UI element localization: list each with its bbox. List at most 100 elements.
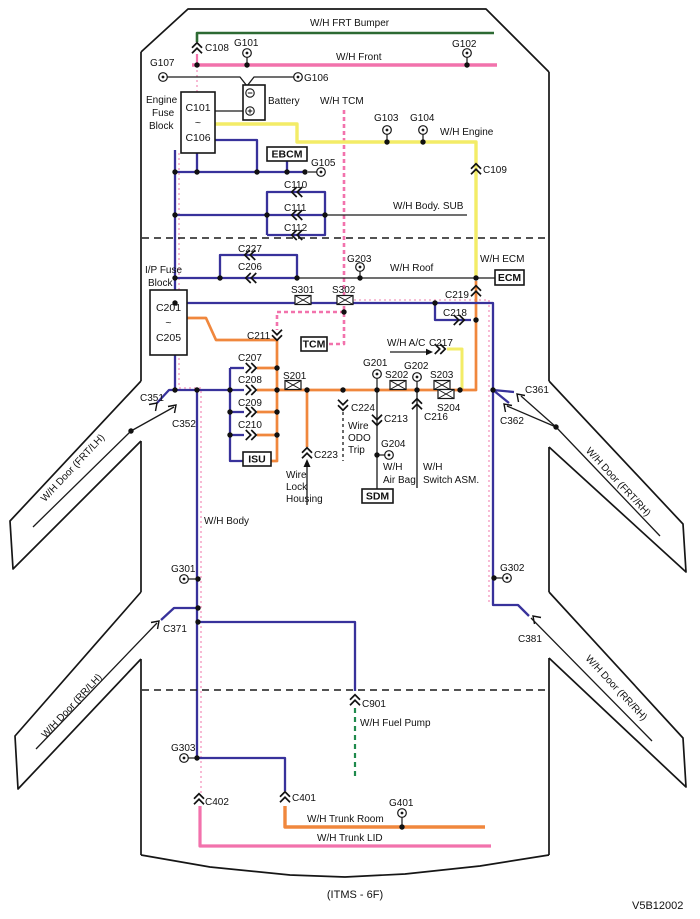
label-i-p-fuse: I/P Fuse — [145, 265, 182, 276]
wire-body-tracer-left — [178, 153, 202, 793]
label-c110: C110 — [284, 180, 308, 191]
label-trip: Trip — [348, 445, 365, 456]
label-c207: C207 — [238, 353, 262, 364]
box-engine-fuse-block — [180, 91, 216, 154]
connector-chevron-C112 — [296, 229, 303, 241]
ground-dot-G106 — [296, 75, 300, 79]
box-label-ecm: ECM — [498, 272, 522, 284]
label-g103: G103 — [374, 113, 399, 124]
junction-dot — [172, 275, 178, 281]
junction-dot — [195, 576, 201, 582]
box-label-tcm: TCM — [303, 339, 326, 351]
junction-dot — [384, 139, 390, 145]
label-wire: Wire — [286, 470, 307, 481]
label-c109: C109 — [483, 165, 507, 176]
body-outline-segment — [9, 380, 142, 570]
arrow-C361 — [516, 393, 526, 403]
wire-loop-c110-c112 — [265, 190, 327, 237]
junction-dot — [194, 62, 200, 68]
connector-chevron-C224 — [337, 404, 349, 412]
wire-g303-to-c401 — [197, 756, 287, 791]
label-c401: C401 — [292, 793, 316, 804]
arrow-C351 — [148, 402, 158, 412]
junction-dot — [254, 169, 260, 175]
connector-chevron-C402 — [193, 798, 205, 805]
junction-dot — [322, 212, 328, 218]
connector-chevron-C207 — [245, 362, 252, 374]
box-isu — [242, 451, 272, 467]
label-g401: G401 — [389, 798, 414, 809]
box-label-ebcm: EBCM — [272, 149, 303, 161]
label-c208: C208 — [238, 375, 262, 386]
junction-dot — [374, 452, 380, 458]
label-block: Block — [149, 121, 174, 132]
label-w-h-body: W/H Body — [204, 516, 249, 527]
connector-chevron-C110 — [290, 186, 298, 198]
wire-door-frtlh-c352 — [130, 406, 175, 432]
junction-dot — [172, 387, 178, 393]
box-sdm — [361, 488, 394, 504]
label-g106: G106 — [304, 73, 329, 84]
label-c362: C362 — [500, 416, 524, 427]
wire-ip-feed — [187, 316, 277, 342]
junction-dot — [194, 169, 200, 175]
wire-door-rrrh-line — [530, 617, 653, 742]
label-c901: C901 — [362, 699, 386, 710]
connector-chevron-C217 — [434, 343, 441, 355]
label-c223: C223 — [314, 450, 338, 461]
ground-dot-G101 — [245, 51, 249, 55]
wire-row-622 — [198, 620, 357, 691]
connector-chevron-C219 — [470, 290, 482, 297]
body-outline-segment — [140, 854, 550, 878]
junction-dot — [341, 309, 347, 315]
connector-chevron-C210 — [245, 429, 252, 441]
label-g104: G104 — [410, 113, 435, 124]
connector-chevron-C209 — [245, 406, 252, 418]
box-label-sdm: SDM — [366, 491, 390, 503]
box-label-engine-fuse-block: ~ — [195, 117, 201, 129]
junction-dot — [340, 387, 346, 393]
connector-chevron-C208 — [245, 384, 252, 396]
junction-dot — [457, 387, 463, 393]
wire-door-frtrh-c361 — [520, 395, 557, 428]
wire-wh-engine — [215, 122, 478, 278]
wire-g107-g106-line — [167, 76, 294, 87]
box-ecm — [494, 269, 525, 286]
label-g105: G105 — [311, 158, 336, 169]
label-w-h-trunk-room: W/H Trunk Room — [307, 814, 384, 825]
wire-body-tracer-right — [344, 299, 490, 602]
connector-chevron-C206 — [250, 272, 257, 284]
ground-dot-G103 — [385, 128, 389, 132]
wire-wh-trunk-room — [283, 806, 485, 829]
connector-chevron-C210 — [250, 429, 258, 441]
connector-chevron-C112 — [290, 229, 298, 241]
ground-dot-G201 — [375, 372, 379, 376]
label-c351: C351 — [140, 393, 164, 404]
box-tcm — [300, 336, 328, 352]
label-w-h: W/H — [423, 462, 442, 473]
label-air-bag: Air Bag — [383, 475, 416, 486]
wire-stub-vertical — [228, 368, 243, 463]
junction-dot — [128, 428, 134, 434]
label-c112: C112 — [284, 223, 308, 234]
label-s301: S301 — [291, 285, 315, 296]
connector-chevron-C217 — [439, 343, 447, 355]
battery-terminal-icon — [245, 106, 255, 116]
label-c217: C217 — [429, 338, 453, 349]
label-c211: C211 — [247, 331, 271, 342]
connector-chevron-C213 — [371, 414, 383, 421]
connector-chevron-C901 — [349, 693, 361, 701]
junction-dot — [302, 169, 308, 175]
connector-chevron-C206 — [244, 272, 252, 284]
box-label-isu: ISU — [248, 454, 266, 466]
connector-chevron-C401 — [279, 790, 291, 798]
connector-chevron-C111 — [290, 209, 298, 221]
label-housing: Housing — [286, 494, 323, 505]
connector-chevron-C108 — [191, 47, 203, 54]
label-g107: G107 — [150, 58, 175, 69]
box-label-engine-fuse-block: C101 — [185, 102, 210, 114]
box-ebcm — [266, 146, 308, 162]
wire-door-frtrh-main — [555, 426, 661, 537]
connector-chevron-C216 — [411, 403, 423, 410]
connector-chevron-C109 — [470, 168, 482, 175]
